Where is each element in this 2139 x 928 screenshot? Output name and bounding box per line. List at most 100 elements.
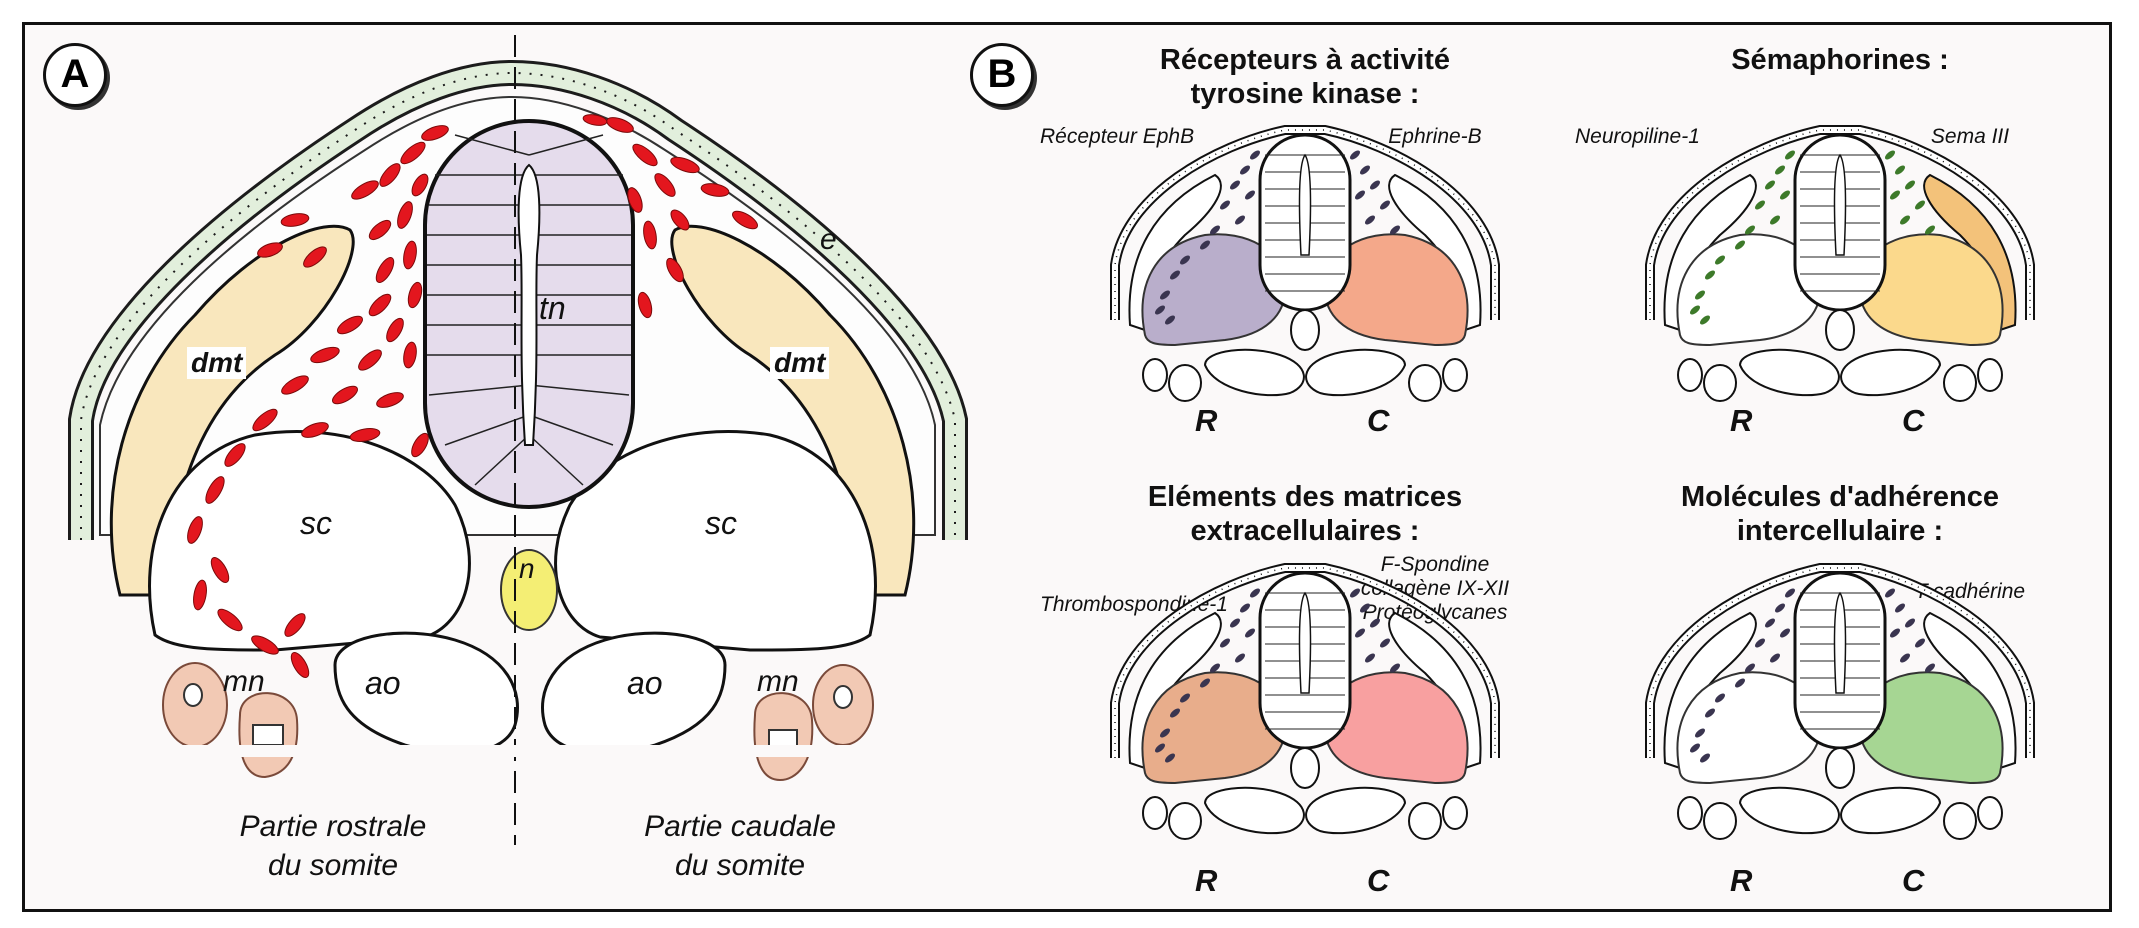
neural-canal: [1833, 591, 1847, 694]
crest-cell: [1200, 240, 1210, 250]
crest-cell: [1230, 180, 1240, 190]
group-title-line: Sémaphorines :: [1731, 44, 1949, 76]
crest-cell: [1770, 215, 1780, 225]
crest-cell: [1765, 180, 1775, 190]
crest-cell: [1905, 180, 1915, 190]
crest-cell: [1775, 165, 1785, 175]
ganglion-left: [1677, 358, 1703, 392]
panel-a-diagram: [68, 35, 1020, 845]
crest-cell: [1210, 225, 1220, 235]
crest-cell: [1245, 628, 1255, 638]
neural-canal: [1833, 153, 1847, 256]
motor-neuron-right: [1943, 802, 1977, 840]
group-title-line: extracellulaires :: [1190, 515, 1420, 548]
crest-cell: [1690, 305, 1700, 315]
label-rostral: R: [1730, 863, 1753, 898]
crest-cell: [1390, 225, 1400, 235]
crest-cell: [1170, 270, 1180, 280]
neural-crest-cells: [187, 114, 758, 678]
cross-section-diagram: [1645, 563, 2035, 840]
label-sc-right: sc: [705, 505, 737, 541]
molecule-label-caudal: Ephrine-B: [1335, 125, 1535, 149]
aorta-left: [1738, 786, 1840, 835]
crest-cell: [1695, 728, 1705, 738]
crest-cell: [1235, 215, 1245, 225]
crest-cell: [1350, 150, 1360, 160]
crest-cell: [1895, 165, 1905, 175]
crest-cell: [1160, 728, 1170, 738]
notochord: [1825, 747, 1855, 789]
cross-section-diagram: [1110, 563, 1500, 840]
motor-neuron-left: [1703, 364, 1737, 402]
label-n: n: [519, 553, 535, 584]
crest-cell: [1775, 603, 1785, 613]
crest-cell: [1770, 653, 1780, 663]
crest-cell: [1160, 290, 1170, 300]
crest-cell: [1755, 638, 1765, 648]
crest-cell: [1700, 753, 1710, 763]
group-title-line: intercellulaire :: [1736, 515, 1944, 548]
crest-cell: [1360, 603, 1370, 613]
crest-cell: [1355, 190, 1365, 200]
crest-cell: [1890, 190, 1900, 200]
panel-a-letter: A: [43, 43, 107, 107]
caption-caudal-line-2: du somite: [674, 849, 806, 882]
crest-cell: [1380, 200, 1390, 210]
notochord: [500, 549, 558, 631]
aorta-left: [1738, 348, 1840, 397]
cross-section-diagram: [1110, 125, 1500, 402]
crest-cell: [1390, 663, 1400, 673]
sclerotome-left: [148, 430, 471, 652]
crest-cell: [1695, 290, 1705, 300]
crest-cell: [1370, 180, 1380, 190]
crest-cell: [1905, 618, 1915, 628]
aorta-left: [1203, 348, 1305, 397]
label-rostral: R: [1195, 863, 1218, 898]
crest-cell: [1200, 678, 1210, 688]
caption-rostral-line-1: Partie rostrale: [239, 810, 427, 843]
ganglion-left: [1142, 796, 1168, 830]
notochord: [1290, 747, 1320, 789]
motor-neuron-right: [1943, 364, 1977, 402]
crest-cell: [1365, 653, 1375, 663]
notochord: [1825, 309, 1855, 351]
molecule-label-line: Sema III: [1930, 125, 2010, 148]
crest-cell: [1780, 190, 1790, 200]
epidermis-inner: [1112, 127, 1498, 320]
crest-cell: [1165, 753, 1175, 763]
crest-cell: [1235, 653, 1245, 663]
label-caudal: C: [1902, 403, 1925, 438]
crest-cell: [1745, 225, 1755, 235]
cross-section-group: [1110, 125, 1500, 402]
crest-cell: [1745, 663, 1755, 673]
motor-neuron-left: [1703, 802, 1737, 840]
molecule-label-rostral: Récepteur EphB: [1040, 125, 1195, 148]
aorta-right: [1840, 348, 1942, 397]
crest-cell: [1370, 618, 1380, 628]
crest-cell: [1715, 693, 1725, 703]
label-rostral: R: [1195, 403, 1218, 438]
crest-cell: [1230, 618, 1240, 628]
ganglion-right: [1977, 358, 2003, 392]
ganglion-right: [1442, 796, 1468, 830]
label-caudal: C: [1367, 863, 1390, 898]
figure-frame: A: [22, 22, 2112, 912]
epidermis-inner: [1112, 565, 1498, 758]
label-caudal: C: [1902, 863, 1925, 898]
label-dmt-left: dmt: [187, 347, 247, 379]
panel-b-letter: B: [970, 43, 1034, 107]
crest-cell: [1765, 618, 1775, 628]
group-title: Sémaphorines :: [1650, 43, 2030, 77]
label-mn-right: mn: [757, 665, 799, 698]
crest-cell: [1155, 743, 1165, 753]
crest-cell: [1380, 638, 1390, 648]
crest-cell: [1900, 215, 1910, 225]
ganglion-left: [1142, 358, 1168, 392]
crest-cell: [1360, 165, 1370, 175]
crest-cell: [1915, 200, 1925, 210]
crest-cell: [1915, 638, 1925, 648]
ganglion-right: [1977, 796, 2003, 830]
caption-caudal-line-1: Partie caudale: [644, 810, 836, 843]
label-sc-left: sc: [300, 505, 332, 541]
